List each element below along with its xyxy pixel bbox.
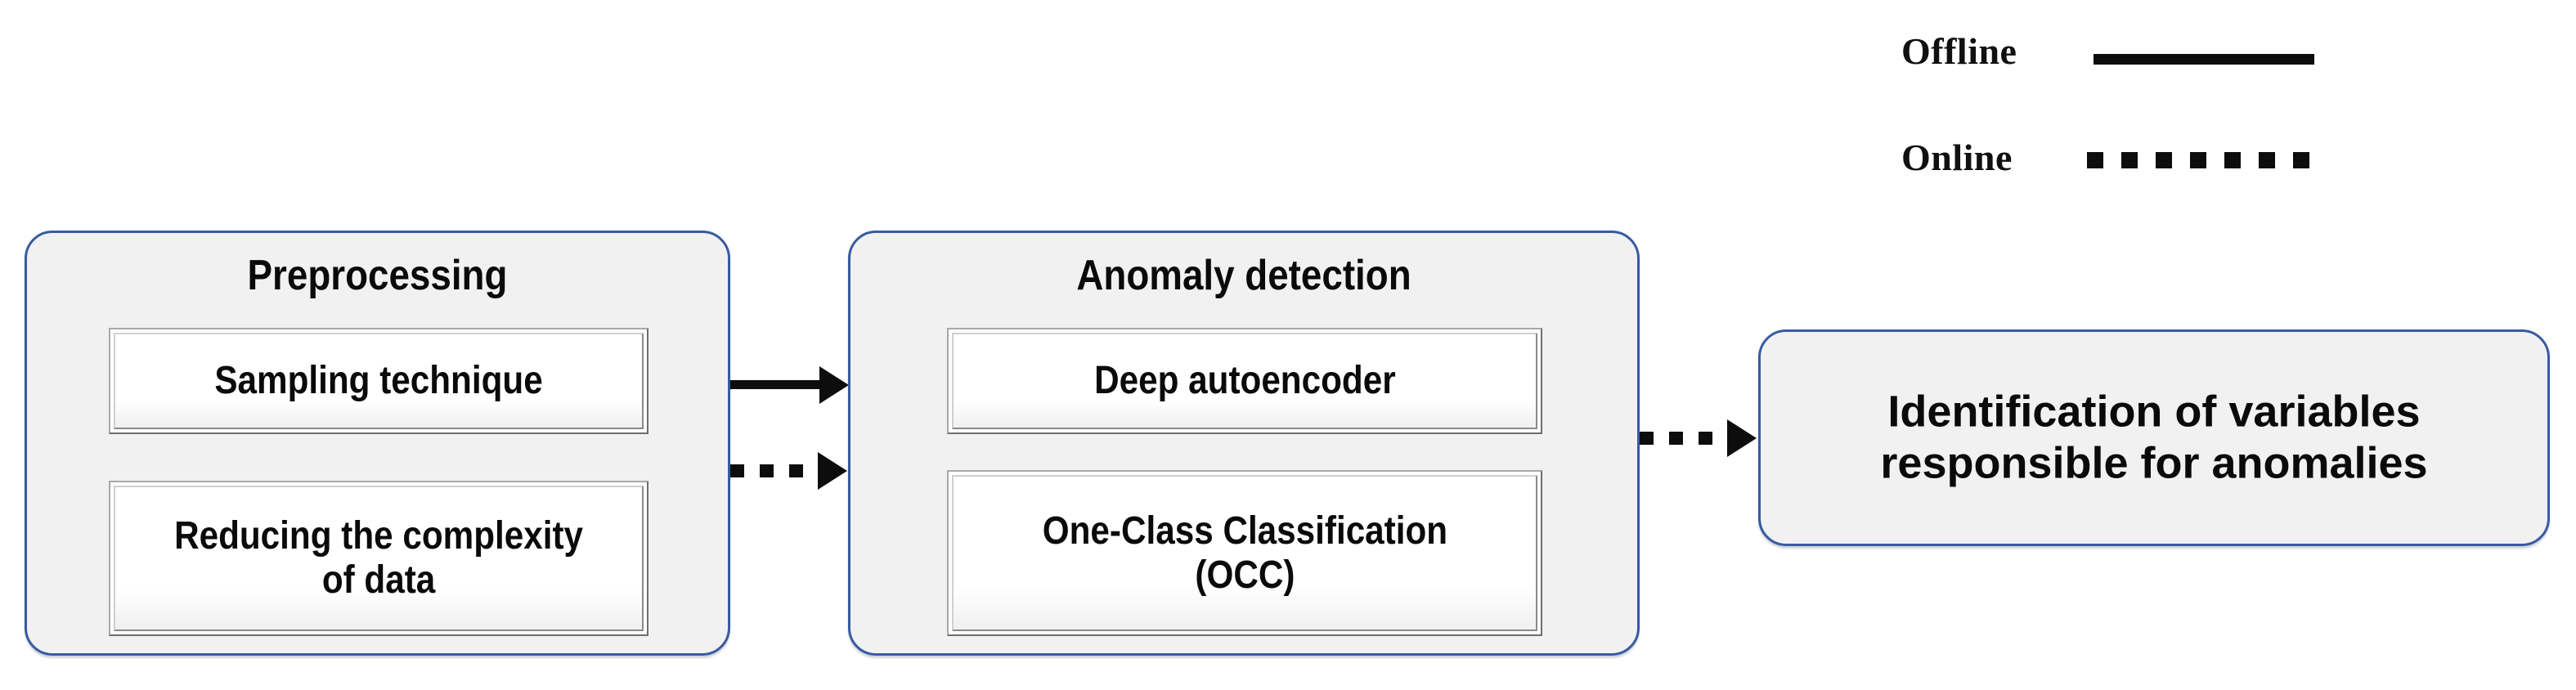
result-box-identification-of-variables[interactable]: Identification of variables responsible … xyxy=(1758,329,2550,546)
connector-anomaly-to-identification-online-line xyxy=(1640,432,1730,445)
sub-box-deep-autoencoder[interactable]: Deep autoencoder xyxy=(947,328,1542,434)
sub-box-sampling-technique[interactable]: Sampling technique xyxy=(109,328,648,434)
connector-anomaly-to-identification-online-arrowhead xyxy=(1727,419,1757,457)
stage-box-preprocessing[interactable]: Preprocessing Sampling technique Reducin… xyxy=(25,231,730,656)
sub-box-label-sampling-technique: Sampling technique xyxy=(214,359,543,403)
connector-preprocessing-to-anomaly-online-line xyxy=(730,464,820,477)
sub-box-inner: Sampling technique xyxy=(114,333,644,429)
connector-preprocessing-to-anomaly-offline-arrowhead xyxy=(819,366,849,404)
sub-box-label-deep-autoencoder: Deep autoencoder xyxy=(1093,359,1396,403)
connector-preprocessing-to-anomaly-offline-line xyxy=(730,380,825,389)
stage-box-anomaly-detection[interactable]: Anomaly detection Deep autoencoder One-C… xyxy=(848,231,1640,656)
connector-preprocessing-to-anomaly-online-arrowhead xyxy=(818,452,847,490)
sub-box-inner: Deep autoencoder xyxy=(952,333,1537,429)
legend-label-online: Online xyxy=(1901,137,2013,178)
stage-title-preprocessing: Preprocessing xyxy=(247,252,508,299)
legend-label-offline: Offline xyxy=(1901,30,2017,72)
sub-box-one-class-classification[interactable]: One-Class Classification (OCC) xyxy=(947,470,1542,636)
sub-box-inner: One-Class Classification (OCC) xyxy=(952,475,1537,631)
sub-box-inner: Reducing the complexity of data xyxy=(114,486,644,631)
sub-box-label-reducing-complexity: Reducing the complexity of data xyxy=(174,514,583,602)
stage-title-anomaly-detection: Anomaly detection xyxy=(1076,252,1411,299)
sub-box-label-one-class-classification: One-Class Classification (OCC) xyxy=(1042,509,1447,597)
result-box-label: Identification of variables responsible … xyxy=(1880,386,2428,488)
legend-swatch-online-dotted-line xyxy=(2087,152,2318,168)
sub-box-reducing-complexity[interactable]: Reducing the complexity of data xyxy=(109,481,648,636)
legend-swatch-offline-solid-line xyxy=(2094,54,2314,65)
